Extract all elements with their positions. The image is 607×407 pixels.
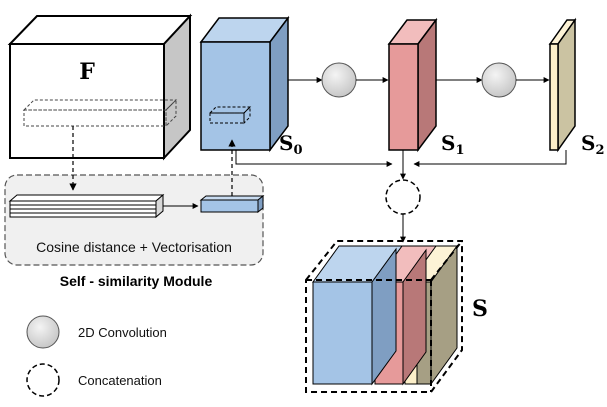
- s1-label: S1: [441, 131, 465, 158]
- s2-label: S2: [581, 131, 605, 158]
- self-similarity-module: Cosine distance + Vectorisation: [4, 174, 265, 266]
- conv-circle-1: [321, 62, 357, 98]
- s0-label: S0: [279, 131, 303, 158]
- s-label: S: [472, 296, 488, 322]
- legend-concat-label: Concatenation: [78, 373, 162, 388]
- conv-circle-2: [481, 62, 517, 98]
- s1-block: [387, 17, 438, 153]
- stacked-vectors: [8, 193, 165, 219]
- blue-vector: [199, 194, 265, 214]
- legend-conv-icon: [26, 315, 60, 349]
- module-title: Self - similarity Module: [60, 273, 213, 289]
- concat-circle: [385, 179, 421, 215]
- legend-concat-icon: [26, 363, 60, 397]
- module-caption: Cosine distance + Vectorisation: [36, 239, 232, 255]
- s0-block: [199, 15, 290, 153]
- legend: 2D Convolution Concatenation: [26, 315, 167, 397]
- legend-conv-label: 2D Convolution: [78, 325, 167, 340]
- s-stack: [305, 240, 463, 393]
- feature-map-cube: F: [7, 13, 193, 161]
- s2-block: [548, 17, 577, 153]
- feature-map-label: F: [79, 59, 95, 85]
